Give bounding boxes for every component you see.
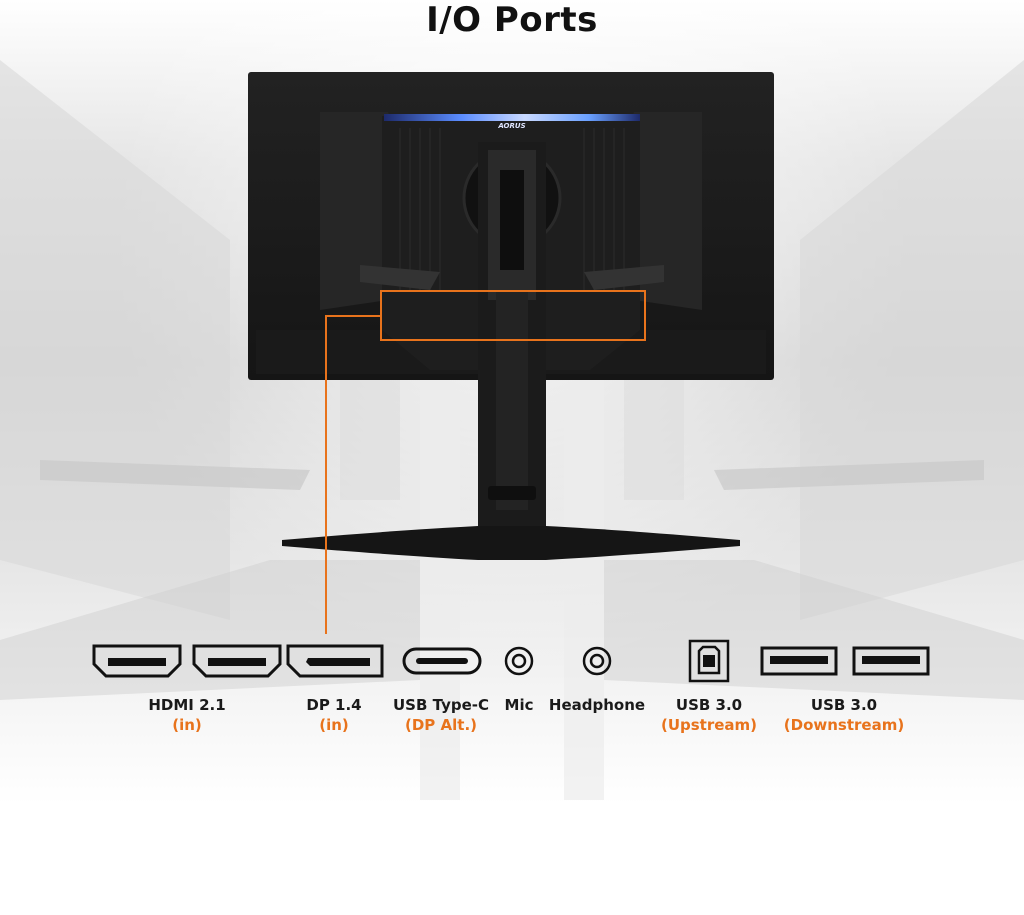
hdmi-port-icon [92,644,182,678]
brand-logo: AORUS [497,122,525,130]
hdmi-port-icon [192,644,282,678]
port-name: USB 3.0 [810,696,878,714]
displayport-icon [286,644,384,678]
port-label-usb-downstream: USB 3.0 (Downstream) [776,695,912,735]
port-name: HDMI 2.1 [148,696,226,714]
port-name: Headphone [548,696,646,714]
port-label-dp: DP 1.4 (in) [284,695,384,735]
audio-jack-icon [582,646,612,676]
port-name: USB Type-C [392,696,489,714]
port-sub: (DP Alt.) [405,716,477,734]
port-name: USB 3.0 [675,696,743,714]
port-label-hdmi: HDMI 2.1 (in) [127,695,247,735]
usb-a-port-icon [852,646,930,676]
monitor-back-illustration: AORUS [248,72,774,634]
usb-c-port-icon [402,647,482,675]
background-shapes [0,60,1024,800]
port-label-headphone: Headphone [546,695,648,715]
port-sub: (Downstream) [783,716,905,734]
port-sub: (in) [319,716,349,734]
port-name: DP 1.4 [306,696,362,714]
audio-jack-icon [504,646,534,676]
port-sub: (Upstream) [660,716,758,734]
port-label-usb-upstream: USB 3.0 (Upstream) [656,695,762,735]
usb-a-port-icon [760,646,838,676]
page-title: I/O Ports [426,0,598,40]
port-label-usbc: USB Type-C (DP Alt.) [382,695,500,735]
usb-b-port-icon [688,639,730,683]
port-label-mic: Mic [494,695,544,715]
port-sub: (in) [172,716,202,734]
port-name: Mic [504,696,534,714]
